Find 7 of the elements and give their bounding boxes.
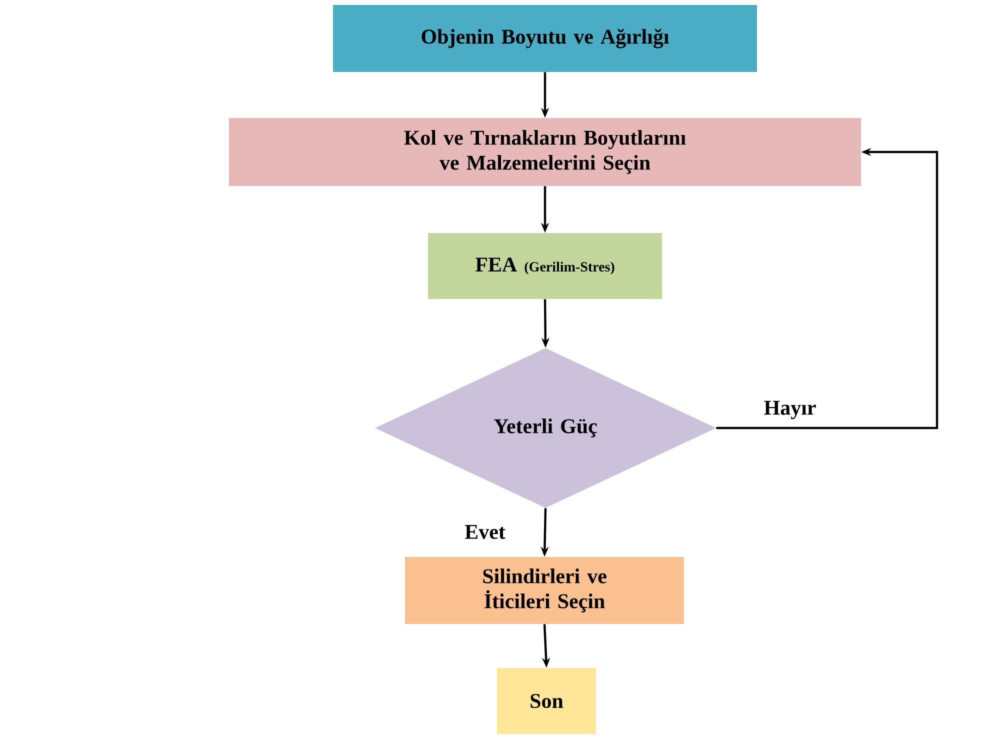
process-box: Objenin Boyutu ve Ağırlığı — [333, 5, 757, 72]
edge-label: Hayır — [762, 400, 818, 420]
process-box: Silindirleri ve İticileri Seçin — [405, 557, 684, 624]
process-box: FEA (Gerilim-Stres) — [428, 233, 662, 299]
end-box: Son — [497, 668, 596, 734]
edge-label: Evet — [464, 524, 506, 540]
process-box: Kol ve Tırnakların Boyutlarını ve Malzemelerini Seçin — [229, 118, 862, 186]
